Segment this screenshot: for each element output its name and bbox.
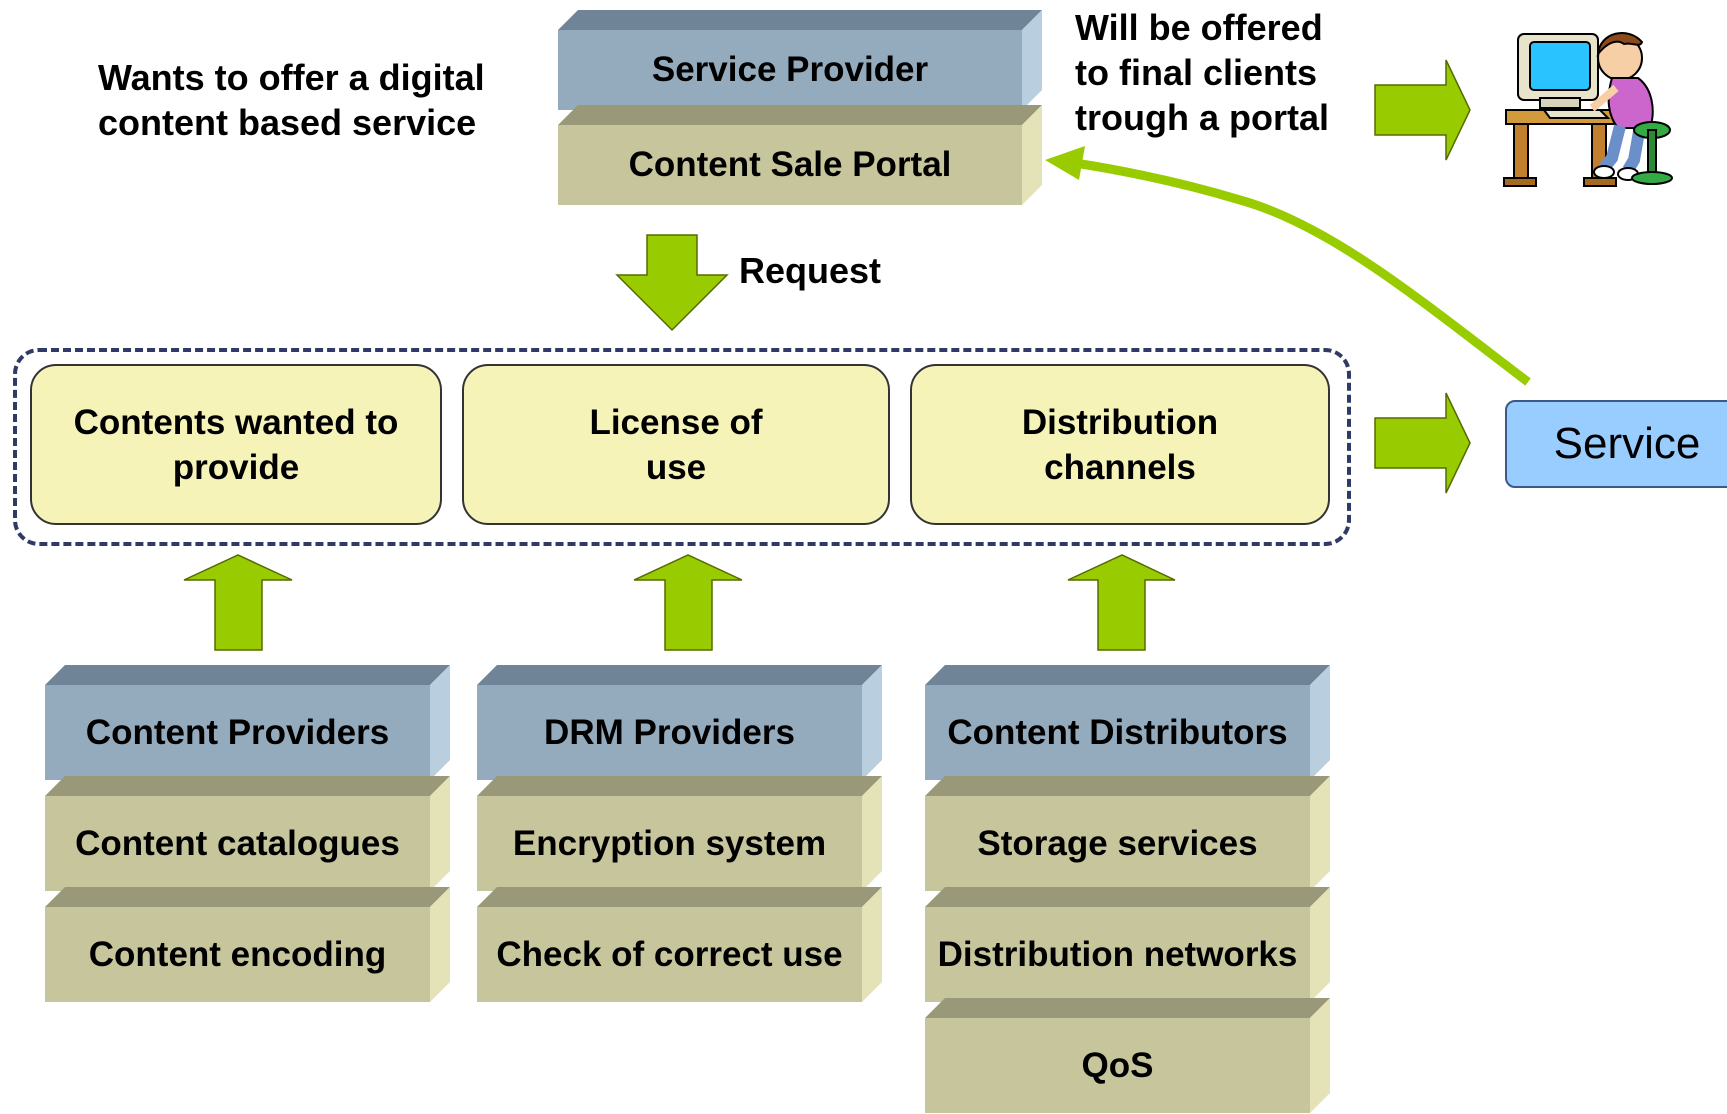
requirement-contents-line2: provide [172,447,300,487]
requirements-group [13,348,1351,546]
content-sale-portal-label: Content Sale Portal [558,125,1022,205]
encryption-system-side [862,776,882,891]
content-catalogues-side [430,776,450,891]
content-sale-portal-block: Content Sale Portal [558,105,1042,205]
up-arrow-distributors [1067,554,1176,651]
distribution-networks-label: Distribution networks [925,907,1310,1002]
content-catalogues-label: Content catalogues [45,796,430,891]
service-provider-label: Service Provider [558,30,1022,110]
motivation-note: Wants to offer a digital content based s… [98,55,485,145]
request-arrow [615,234,729,332]
offer-note-line3: trough a portal [1075,97,1329,138]
content-distributors-top [925,665,1330,685]
content-sale-portal-side [1022,105,1042,205]
storage-services-label: Storage services [925,796,1310,891]
storage-services-side [1310,776,1330,891]
request-label: Request [739,250,882,291]
child-at-computer-icon [1503,32,1673,187]
service-arrow [1374,392,1471,494]
drm-providers-side [862,665,882,780]
requirement-distribution: Distribution channels [910,364,1330,525]
qos-top [925,998,1330,1018]
offer-note: Will be offered to final clients trough … [1075,5,1329,140]
content-providers-side [430,665,450,780]
content-encoding-side [430,887,450,1002]
qos-label: QoS [925,1018,1310,1113]
offer-note-line2: to final clients [1075,52,1318,93]
encryption-system-block: Encryption system [477,776,882,891]
qos-side [1310,998,1330,1113]
content-catalogues-block: Content catalogues [45,776,450,891]
up-arrow-drm [633,554,743,651]
storage-services-top [925,776,1330,796]
content-providers-block: Content Providers [45,665,450,780]
content-distributors-block: Content Distributors [925,665,1330,780]
requirement-distribution-line2: channels [1044,447,1196,487]
drm-providers-top [477,665,882,685]
motivation-note-line2: content based service [98,102,477,143]
check-correct-use-top [477,887,882,907]
content-sale-portal-top [558,105,1042,125]
encryption-system-top [477,776,882,796]
content-encoding-block: Content encoding [45,887,450,1002]
requirement-license-line1: License of [589,402,763,442]
check-correct-use-side [862,887,882,1002]
content-encoding-label: Content encoding [45,907,430,1002]
service-provider-block: Service Provider [558,10,1042,110]
distribution-networks-block: Distribution networks [925,887,1330,1002]
drm-providers-label: DRM Providers [477,685,862,780]
content-providers-label: Content Providers [45,685,430,780]
requirement-distribution-line1: Distribution [1021,402,1219,442]
check-correct-use-block: Check of correct use [477,887,882,1002]
storage-services-block: Storage services [925,776,1330,891]
motivation-note-line1: Wants to offer a digital [98,57,485,98]
requirement-contents: Contents wanted to provide [30,364,442,525]
offer-arrow [1374,59,1471,161]
content-encoding-top [45,887,450,907]
content-catalogues-top [45,776,450,796]
service-box: Service [1505,400,1727,488]
distribution-networks-side [1310,887,1330,1002]
content-distributors-side [1310,665,1330,780]
content-distributors-label: Content Distributors [925,685,1310,780]
content-providers-top [45,665,450,685]
service-provider-top [558,10,1042,30]
check-correct-use-label: Check of correct use [477,907,862,1002]
qos-block: QoS [925,998,1330,1113]
distribution-networks-top [925,887,1330,907]
service-provider-side [1022,10,1042,110]
drm-providers-block: DRM Providers [477,665,882,780]
encryption-system-label: Encryption system [477,796,862,891]
requirement-license-line2: use [645,447,707,487]
up-arrow-content [183,554,293,651]
requirement-license: License of use [462,364,890,525]
offer-note-line1: Will be offered [1075,7,1323,48]
service-to-portal-link [1074,158,1531,386]
service-to-portal-arrowhead [1045,146,1085,180]
requirement-contents-line1: Contents wanted to [73,402,399,442]
